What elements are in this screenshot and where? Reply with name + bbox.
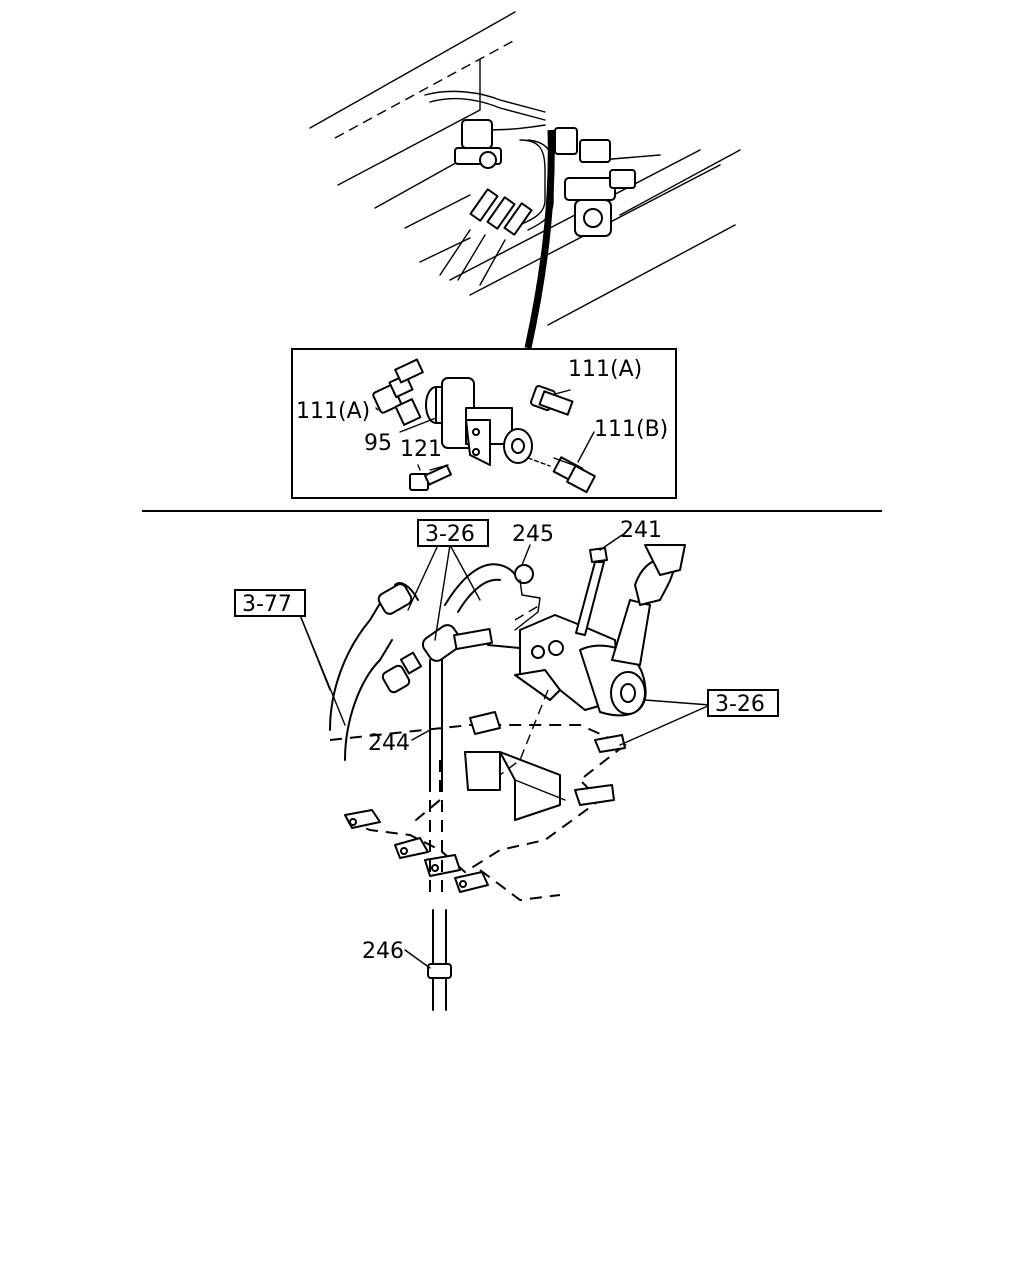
- label-245: 245: [512, 522, 554, 547]
- ref-box-3-26-right: [707, 689, 779, 717]
- label-ref-3-77: 3-77: [242, 592, 292, 617]
- label-ref-3-26-top: 3-26: [425, 522, 475, 547]
- fitting-111b: [552, 456, 596, 494]
- frame-overview: [309, 11, 741, 349]
- bolt-121: [409, 464, 452, 491]
- label-241: 241: [620, 518, 662, 543]
- label-ref-3-26-right: 3-26: [715, 692, 765, 717]
- ref-box-3-26-top: [417, 519, 489, 547]
- ref-box-3-77: [234, 589, 306, 617]
- grommet-246: [427, 963, 452, 979]
- label-95: 95: [364, 431, 392, 456]
- fitting-111a-right: [530, 385, 574, 416]
- label-111b: 111(B): [594, 417, 668, 442]
- label-246: 246: [362, 939, 404, 964]
- inset-detail: 111(A) 111(A) 111(B) 95 121: [291, 348, 677, 499]
- valve-95: [425, 377, 533, 466]
- fitting-111a-left: [372, 358, 424, 426]
- bracket-assembly: 3-26 3-77 3-26 245 241 244 246: [234, 518, 779, 1011]
- label-111a-left: 111(A): [296, 399, 370, 424]
- label-121: 121: [400, 437, 442, 462]
- label-111a-right: 111(A): [568, 357, 642, 382]
- label-244: 244: [368, 731, 410, 756]
